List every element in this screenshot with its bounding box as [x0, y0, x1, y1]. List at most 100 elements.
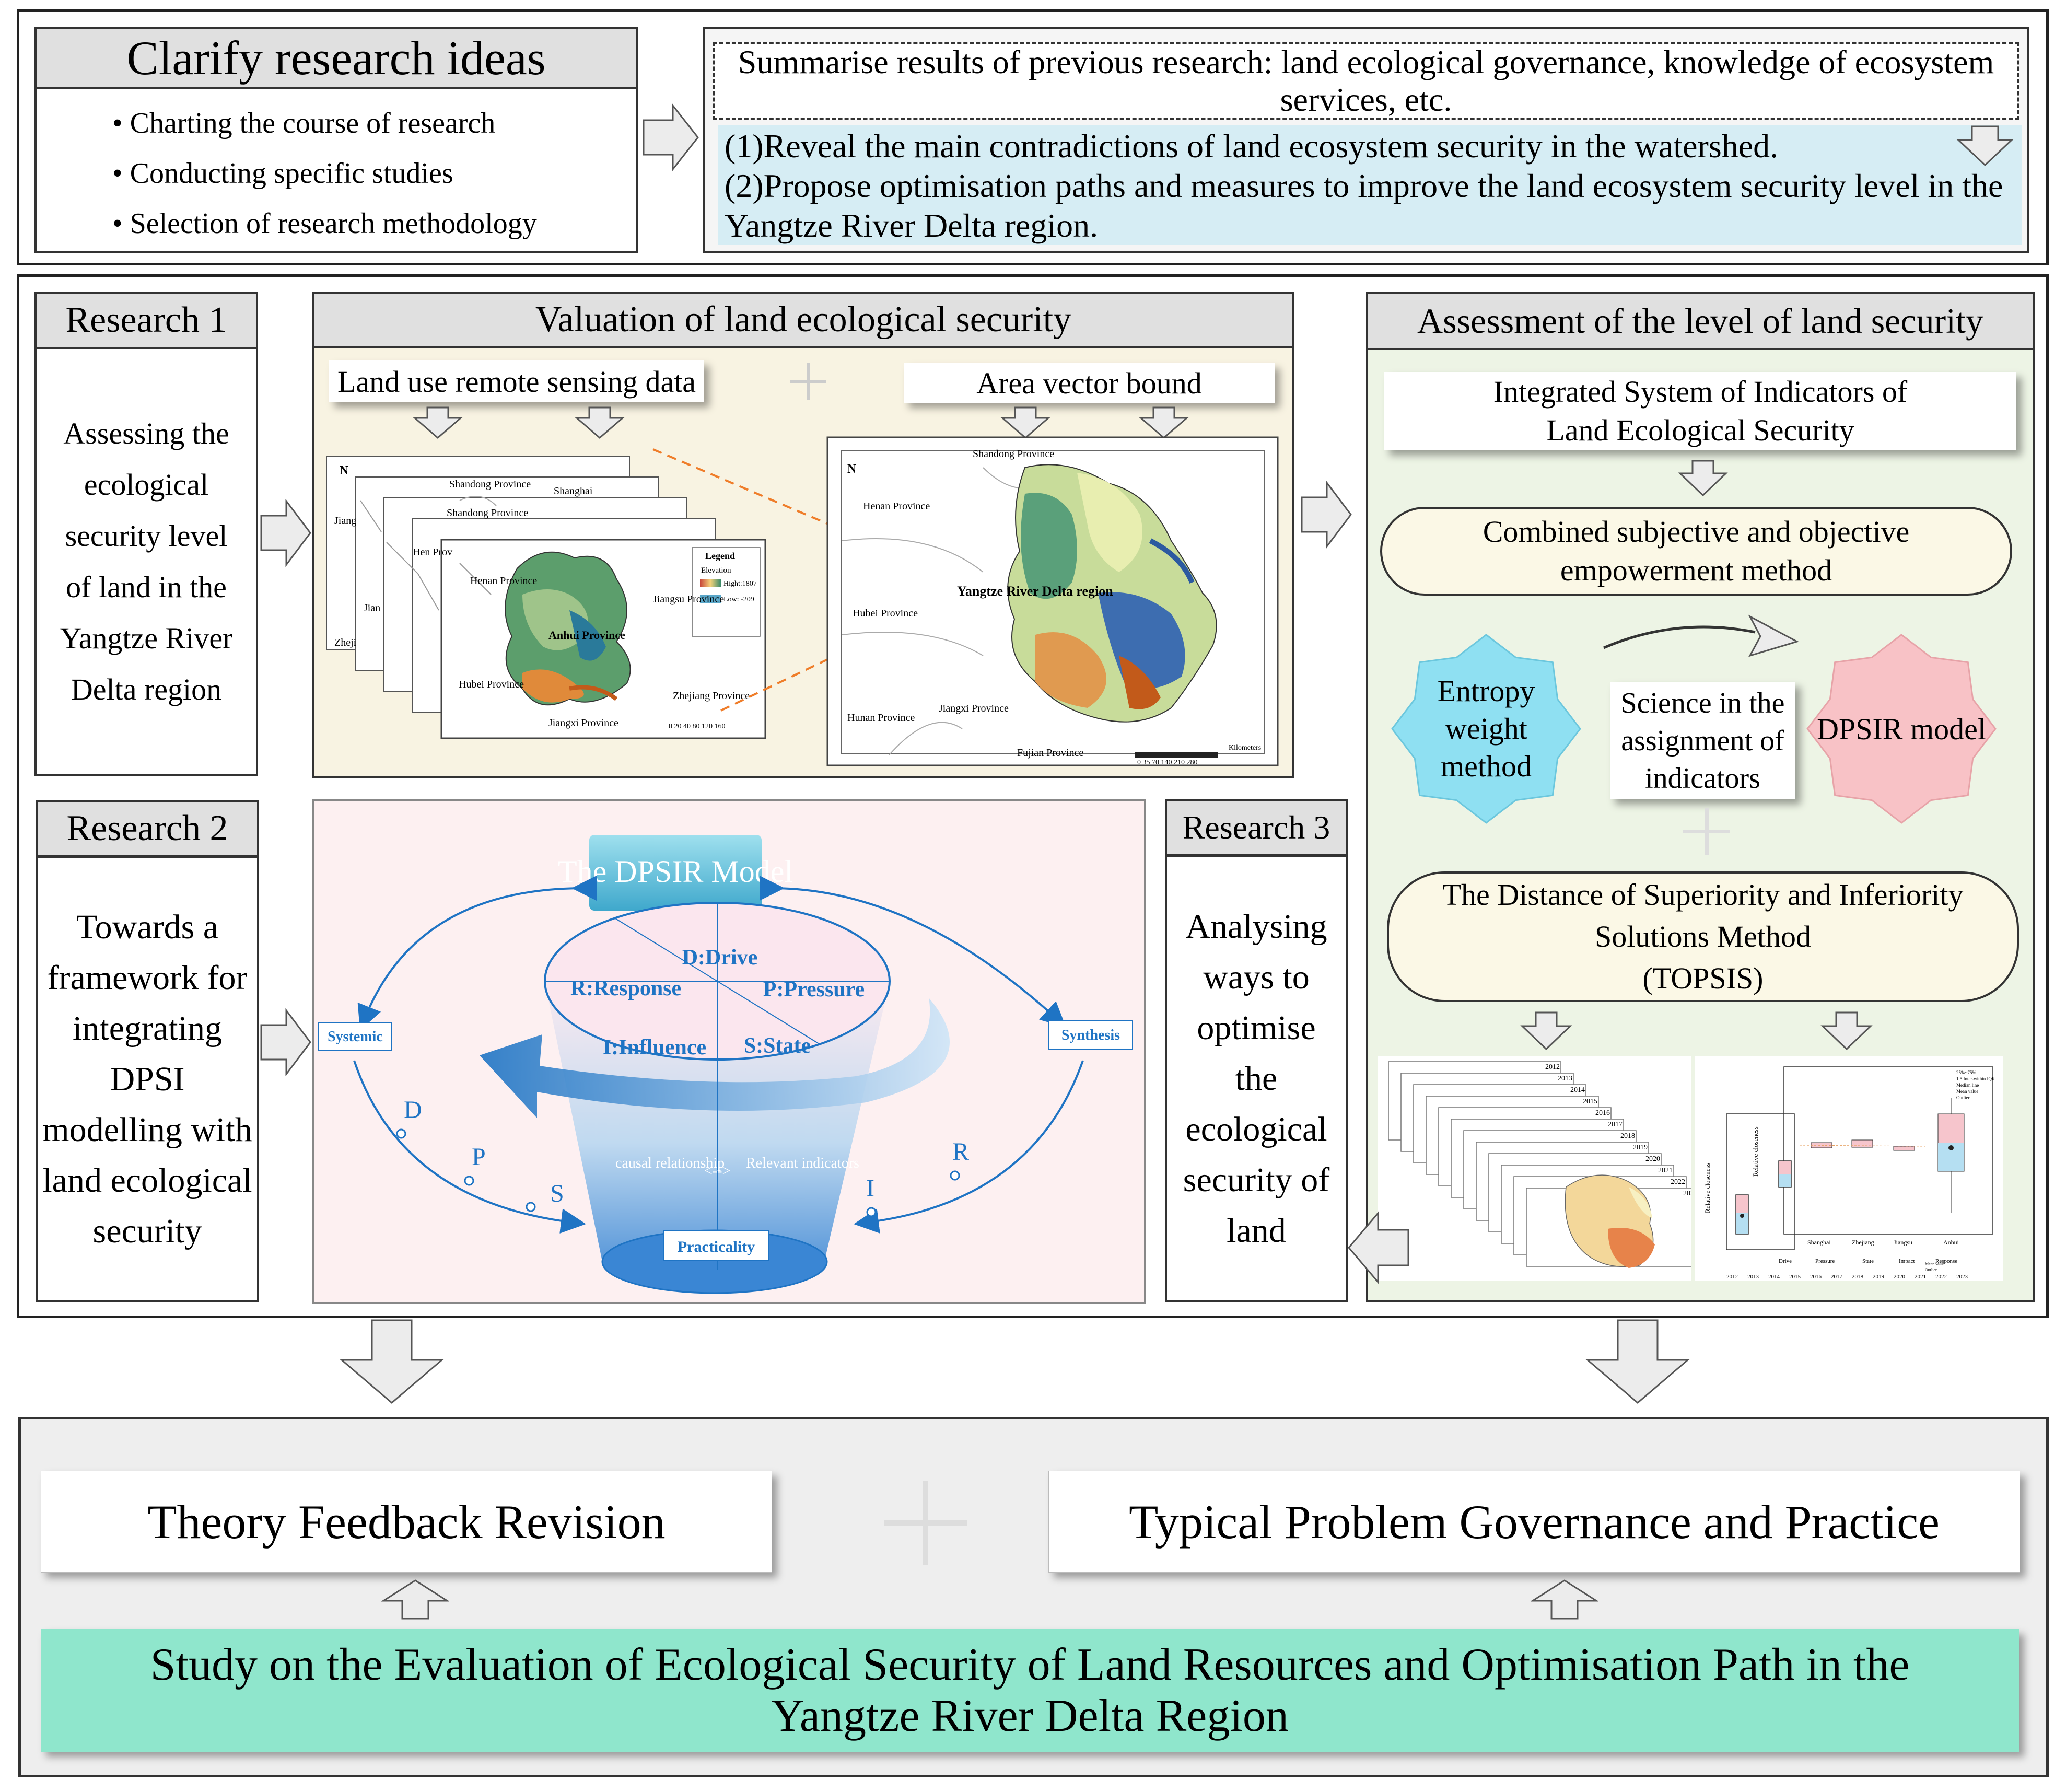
practicality-label: Practicality — [678, 1238, 755, 1255]
map-label: Shanghai — [554, 485, 593, 497]
s-state-label: S:State — [744, 1034, 811, 1058]
legend-title: Legend — [705, 551, 735, 561]
research-1-text: Assessing the ecological security level … — [34, 347, 258, 776]
relevant-label: Relevant indicators — [746, 1155, 859, 1171]
year-label: 2014 — [1570, 1086, 1585, 1094]
axis-label: Relative closeness — [1752, 1126, 1759, 1177]
arrow-down-icon — [1000, 406, 1050, 439]
dpsir-text: DPSIR model — [1817, 712, 1986, 746]
bullet-item: Selection of research methodology — [112, 199, 537, 249]
arrow-right-icon — [260, 1008, 311, 1076]
year-tick: 2015 — [1789, 1274, 1801, 1280]
arrow-up-icon — [381, 1579, 449, 1620]
arrow-down-icon — [1678, 460, 1728, 497]
p-pressure-label: P:Pressure — [763, 978, 865, 1002]
research-1-label: Research 1 — [34, 292, 258, 349]
year-tick: 2020 — [1894, 1274, 1906, 1280]
research-2-text: Towards a framework for integrating DPSI… — [36, 856, 259, 1302]
map-label: Anhui Province — [548, 629, 625, 642]
legend-low: Low: -209 — [723, 596, 754, 603]
causal-label: causal relationship — [615, 1155, 725, 1171]
input-area-vector: Area vector bound — [904, 363, 1275, 403]
map-label: Hunan Province — [847, 712, 915, 724]
map-label: Shandong Province — [447, 507, 528, 519]
x-tick: Jiangsu — [1894, 1239, 1912, 1246]
year-label: 2021 — [1658, 1167, 1673, 1174]
year-tick: 2017 — [1831, 1274, 1843, 1280]
topsis-line-3: (TOPSIS) — [1642, 961, 1764, 995]
arrow-right-icon — [1301, 481, 1352, 549]
legend-entry: 25%~75% — [1956, 1070, 1976, 1075]
map-label: Hubei Province — [853, 608, 918, 619]
valuation-title: Valuation of land ecological security — [312, 292, 1294, 348]
legend-entry: 1.5 Inter-within IQR — [1956, 1076, 1995, 1081]
north-icon: N — [847, 462, 857, 476]
goals-box: (1)Reveal the main contradictions of lan… — [718, 125, 2022, 245]
arrow-down-icon — [1520, 1011, 1572, 1051]
north-icon: N — [340, 464, 349, 478]
goal-1: (1)Reveal the main contradictions of lan… — [725, 127, 1779, 165]
indicator-system-box: Integrated System of Indicators of Land … — [1384, 372, 2016, 450]
typical-problem-box: Typical Problem Governance and Practice — [1048, 1471, 2020, 1573]
province-maps-stack: Legend Elevation Hight:1807 Low: -209 Sh… — [326, 456, 766, 739]
topsis-line-2: Solutions Method — [1594, 920, 1812, 953]
synthesis-label: Synthesis — [1061, 1027, 1120, 1043]
map-label: Fujian Province — [1017, 747, 1083, 759]
map-label: Henan Province — [863, 501, 930, 512]
arrow-down-icon — [1820, 1011, 1873, 1051]
annual-maps-stack: 2012201320142015201620172018201920202021… — [1378, 1056, 1691, 1281]
theory-feedback-box: Theory Feedback Revision — [41, 1471, 772, 1573]
arrow-up-icon — [1531, 1579, 1598, 1620]
topsis-line-1: The Distance of Superiority and Inferior… — [1442, 878, 1964, 912]
research-3-text: Analysing ways to optimise the ecologica… — [1165, 855, 1348, 1302]
year-label: 2013 — [1558, 1075, 1572, 1083]
map-label: Shandong Province — [973, 448, 1054, 460]
dpsir-model-diagram: The DPSIR Model Systemic Synthesis D P S… — [318, 835, 1133, 1294]
assessment-title: Assessment of the level of land security — [1366, 292, 2035, 350]
dpsir-letter: I — [866, 1174, 874, 1202]
axis-label: Relative closeness — [1703, 1163, 1711, 1213]
map-label: Jiangxi Province — [939, 703, 1009, 714]
legend-entry: Mean value — [1956, 1089, 1978, 1094]
arrow-down-icon — [413, 406, 463, 439]
year-tick: 2022 — [1935, 1274, 1947, 1280]
map-label: Jiangsu Province — [653, 594, 724, 605]
legend-high: Hight:1807 — [723, 580, 757, 588]
plus-icon — [1683, 808, 1730, 855]
topsis-pill: The Distance of Superiority and Inferior… — [1387, 871, 2019, 1002]
year-tick: 2012 — [1726, 1274, 1738, 1280]
map-scale: 0 35 70 140 210 280 — [1137, 759, 1198, 766]
plus-icon — [790, 363, 826, 400]
arrow-down-icon — [340, 1319, 444, 1404]
combined-method-pill: Combined subjective and objective empowe… — [1380, 507, 2012, 596]
year-tick: 2023 — [1956, 1274, 1968, 1280]
research-2-label: Research 2 — [36, 800, 259, 857]
boxplot-chart: Relative closeness Relative closeness Sh… — [1695, 1056, 2003, 1281]
dpsir-letter: R — [952, 1138, 969, 1166]
map-label: Shandong Province — [449, 479, 531, 490]
arrow-down-icon — [1956, 125, 2014, 167]
input-remote-sensing: Land use remote sensing data — [329, 360, 704, 402]
entropy-text: Entropy weight method — [1437, 674, 1535, 783]
legend-entry: Mean value — [1925, 1262, 1945, 1266]
arrow-glyph: <--> — [704, 1163, 730, 1179]
x-tick: Pressure — [1815, 1258, 1835, 1264]
year-label: 2012 — [1545, 1063, 1560, 1071]
year-label: 2020 — [1645, 1155, 1660, 1163]
year-tick: 2018 — [1852, 1274, 1864, 1280]
r-response-label: R:Response — [570, 976, 681, 1000]
x-tick: Response — [1935, 1258, 1957, 1264]
entropy-star-shape — [1391, 634, 1581, 824]
arrow-down-icon — [1585, 1319, 1690, 1404]
dpsir-letter: D — [404, 1096, 422, 1124]
x-tick: State — [1862, 1258, 1874, 1264]
top-section — [17, 9, 2049, 265]
legend-entry: Outlier — [1956, 1095, 1970, 1100]
study-title: Study on the Evaluation of Ecological Se… — [41, 1629, 2019, 1752]
x-tick: Impact — [1899, 1258, 1915, 1264]
map-label: Yangtze River Delta region — [957, 584, 1113, 599]
map-label: Jiang — [334, 515, 356, 527]
yrd-region-map: Shandong Province Henan Province Hubei P… — [826, 436, 1279, 766]
systemic-label: Systemic — [328, 1029, 383, 1045]
goal-2: (2)Propose optimisation paths and measur… — [725, 167, 2003, 244]
